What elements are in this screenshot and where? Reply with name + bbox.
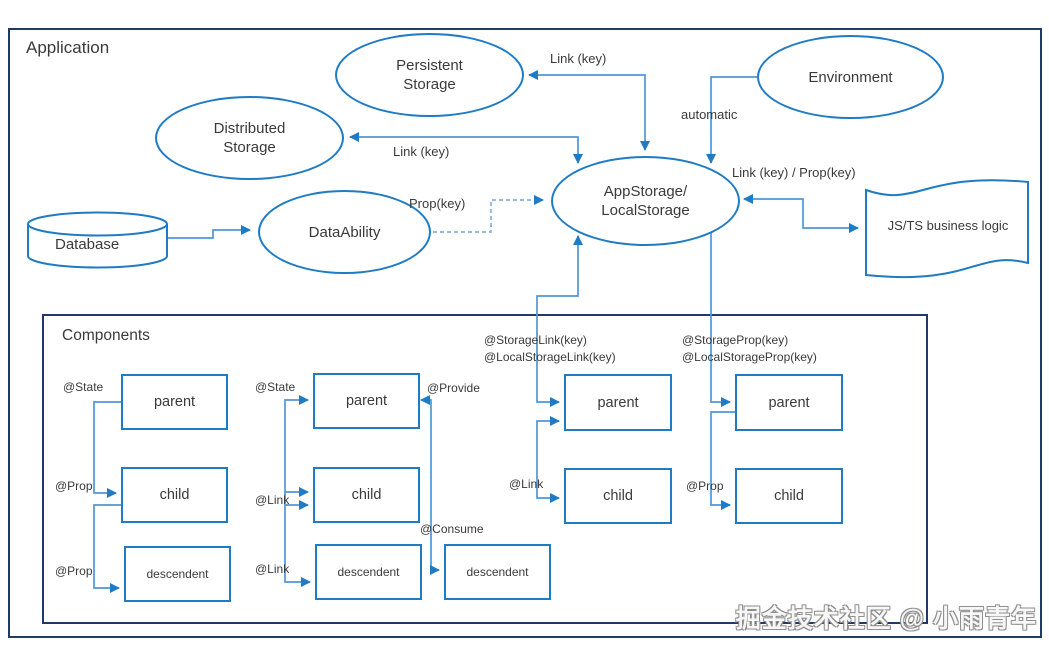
col4-parent-box: parent (735, 374, 843, 431)
edge-provide-consume (419, 394, 441, 576)
components-title: Components (62, 327, 150, 344)
node-persistent-storage: Persistent Storage (335, 33, 524, 117)
edge-label-link-key-mid: Link (key) (393, 144, 450, 159)
edge-appstorage-col4-parent (710, 232, 732, 408)
node-environment: Environment (757, 35, 944, 119)
node-label: Persistent (396, 57, 463, 74)
node-label: Storage (403, 76, 456, 93)
col2-link-descendent-label: @Link (255, 562, 290, 576)
edge-col1-child-descendent (93, 504, 121, 594)
edge-label-link-prop-key: Link (key) / Prop(key) (732, 165, 856, 180)
edge-environment-appstorage (705, 76, 757, 165)
col2-descendent-box: descendent (315, 544, 422, 600)
node-label: LocalStorage (601, 202, 690, 219)
col2-parent-box: parent (313, 373, 420, 429)
edge-label-prop-key: Prop(key) (409, 196, 466, 211)
edge-col1-parent-child (93, 401, 121, 499)
node-label: AppStorage/ (603, 183, 688, 200)
col1-descendent-box: descendent (124, 546, 231, 602)
components-frame (42, 314, 928, 624)
node-label: Storage (223, 139, 276, 156)
node-label: DataAbility (308, 223, 381, 241)
col4-prop-label: @Prop (686, 479, 724, 493)
watermark: 掘金技术社区 @ 小雨青年 (735, 605, 1037, 633)
node-label: Environment (808, 68, 893, 86)
col1-prop-descendent-label: @Prop (55, 564, 93, 578)
col1-prop-child-label: @Prop (55, 479, 93, 493)
col3-storagelink-header: @StorageLink(key) @LocalStorageLink(key) (484, 332, 616, 366)
database-label: Database (55, 236, 120, 253)
application-frame (8, 28, 1042, 638)
col1-child-box: child (121, 467, 228, 523)
application-title: Application (26, 38, 110, 57)
header-line: @StorageLink(key) (484, 333, 587, 347)
edge-col3-parent-child (536, 415, 561, 504)
edge-col4-parent-child (710, 411, 735, 511)
business-logic-shape (865, 179, 1029, 279)
header-line: @LocalStorageLink(key) (484, 350, 616, 364)
edge-appstorage-col3-parent (536, 234, 584, 408)
col2-provide-label: @Provide (427, 381, 480, 395)
node-distributed-storage: Distributed Storage (155, 96, 344, 180)
edge-label-automatic: automatic (681, 107, 738, 122)
edge-database-dataability (167, 224, 252, 239)
col2-link-child-label: @Link (255, 493, 290, 507)
edge-col2-trunk (284, 394, 312, 588)
edge-appstorage-persistent (527, 69, 651, 152)
business-logic-label: JS/TS business logic (887, 218, 1009, 233)
col1-state-label: @State (63, 380, 104, 394)
col3-parent-box: parent (564, 374, 672, 431)
col2-state-label: @State (255, 380, 296, 394)
col3-link-label: @Link (509, 477, 544, 491)
col1-parent-box: parent (121, 374, 228, 430)
edge-dataability-appstorage (433, 194, 545, 233)
edge-appstorage-businesslogic (742, 193, 860, 234)
node-appstorage-localstorage: AppStorage/ LocalStorage (551, 156, 740, 246)
edge-appstorage-distributed (348, 131, 584, 165)
node-label: Distributed (213, 120, 286, 137)
node-dataability: DataAbility (258, 190, 431, 274)
database-cylinder-top (27, 211, 168, 237)
edge-label-link-key-top: Link (key) (550, 51, 607, 66)
header-line: @StorageProp(key) (682, 333, 789, 347)
col2-consume-label: @Consume (420, 522, 484, 536)
col4-storageprop-header: @StorageProp(key) @LocalStorageProp(key) (682, 332, 817, 366)
header-line: @LocalStorageProp(key) (682, 350, 817, 364)
col4-child-box: child (735, 468, 843, 524)
col3-child-box: child (564, 468, 672, 524)
col2-child-box: child (313, 467, 420, 523)
col3-descendent-box: descendent (444, 544, 551, 600)
